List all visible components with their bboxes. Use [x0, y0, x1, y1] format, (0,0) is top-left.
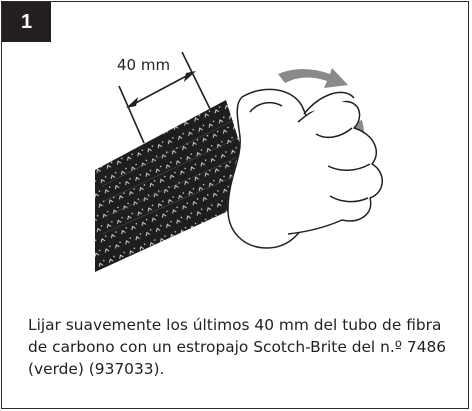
dimension-marker	[118, 51, 214, 144]
carbon-fiber-tube	[95, 100, 257, 272]
sanding-illustration: 40 mm	[95, 51, 383, 272]
dimension-label: 40 mm	[117, 56, 170, 74]
step-number-badge: 1	[2, 2, 51, 42]
instruction-text: Lijar suavemente los últimos 40 mm del t…	[28, 316, 447, 378]
hand-with-sanding-pad	[227, 88, 383, 249]
